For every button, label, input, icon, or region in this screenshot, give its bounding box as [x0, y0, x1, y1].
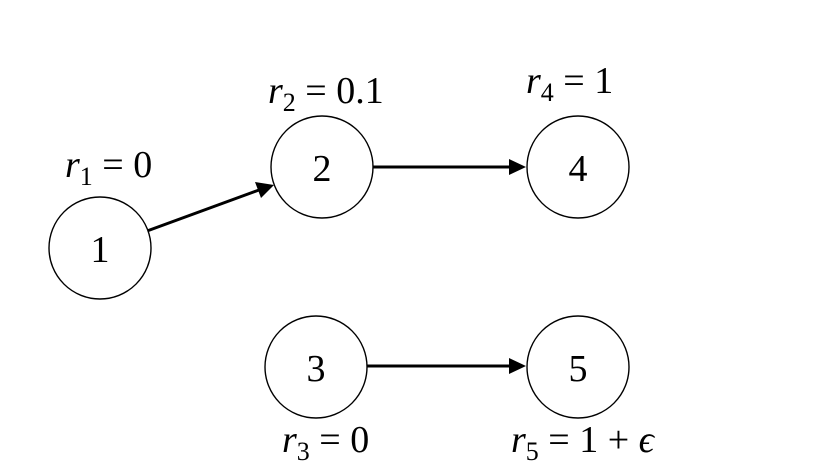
node-3-label: 3 [307, 348, 326, 390]
node-5-label: 5 [569, 348, 588, 390]
node-3: 3 [264, 315, 368, 419]
reward-label-3: r3 = 0 [282, 419, 369, 466]
reward-label-5: r5 = 1 + ϵ [511, 419, 656, 466]
node-5: 5 [526, 315, 630, 419]
reward-label-1: r1 = 0 [65, 144, 152, 191]
node-2: 2 [270, 115, 374, 219]
node-4: 4 [526, 115, 630, 219]
node-1: 1 [48, 196, 152, 300]
node-1-label: 1 [91, 229, 110, 271]
edge-3-to-5 [367, 358, 526, 374]
edge-1-to-2 [146, 182, 274, 233]
reward-label-4: r4 = 1 [526, 60, 613, 107]
node-2-label: 2 [313, 148, 332, 190]
edges [146, 159, 526, 374]
reward-label-2: r2 = 0.1 [268, 70, 384, 117]
edge-2-to-4 [373, 159, 526, 175]
node-4-label: 4 [569, 148, 588, 190]
